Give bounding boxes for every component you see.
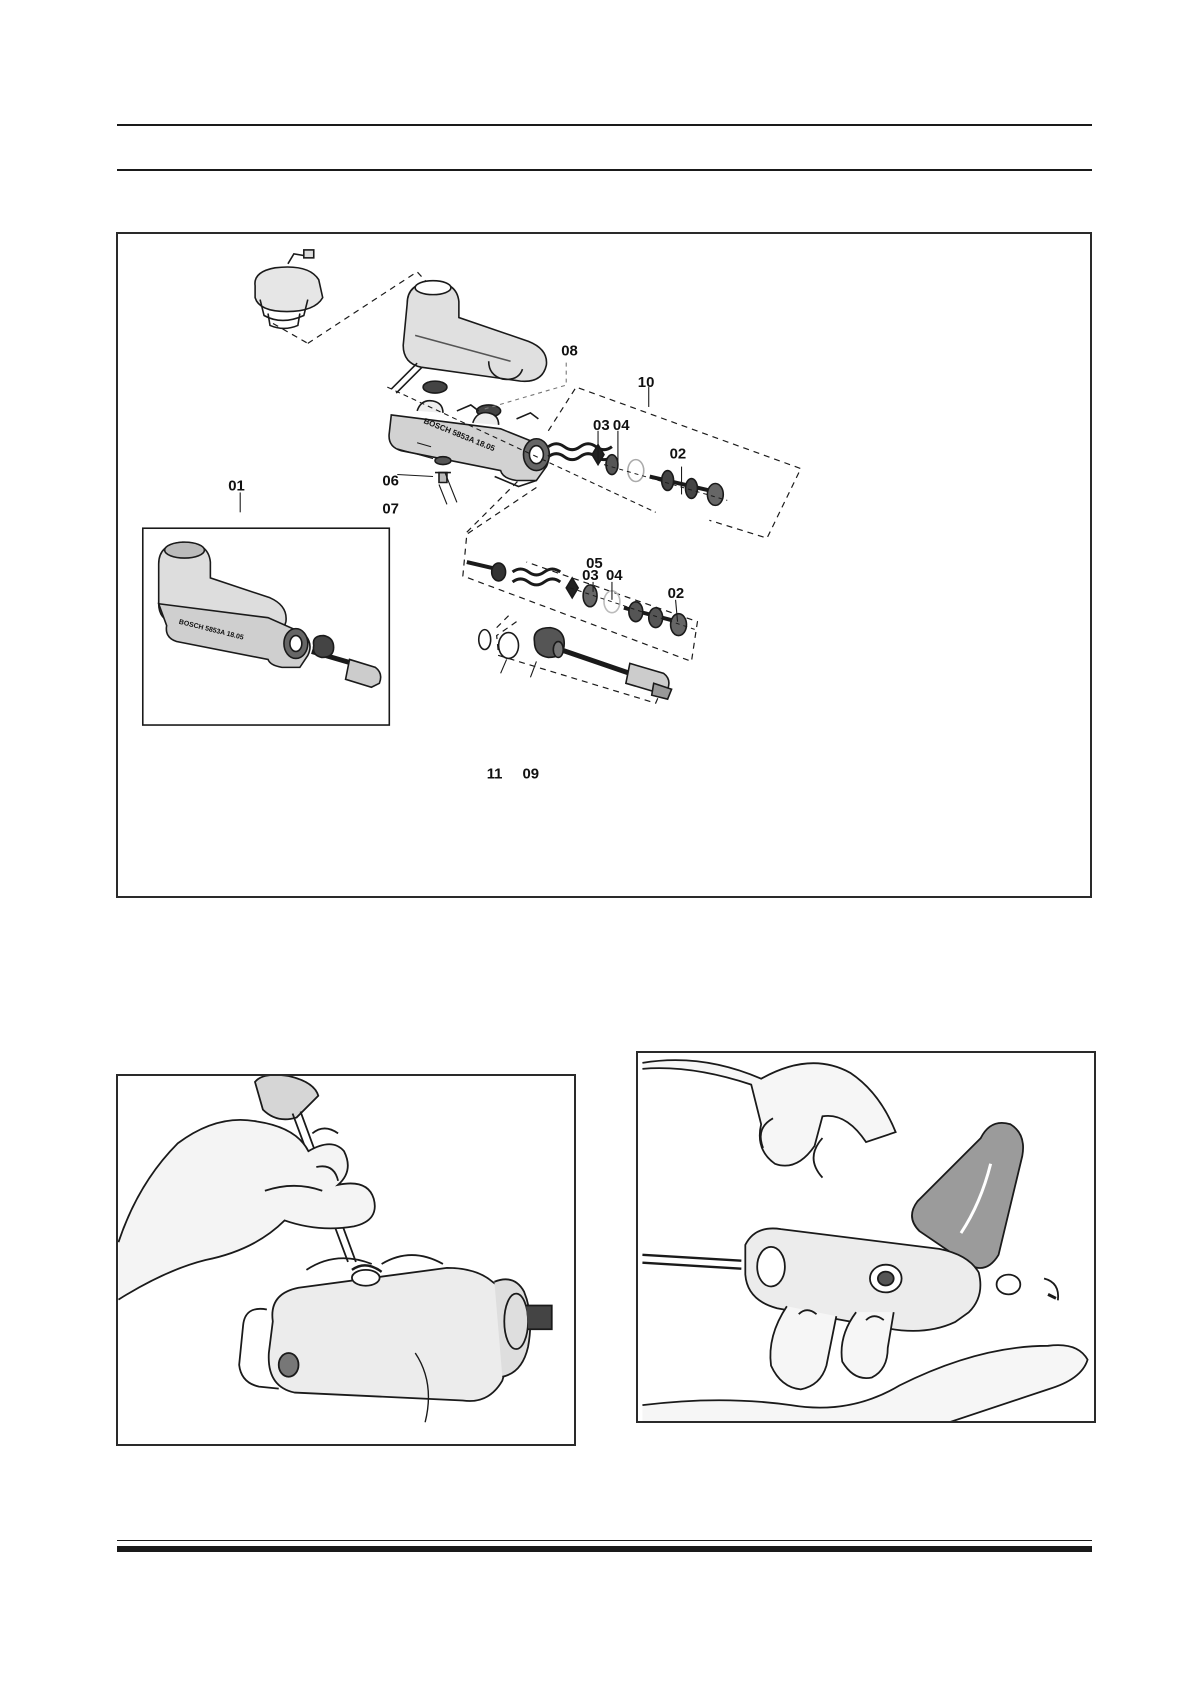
callout-03-top: 03 bbox=[593, 418, 610, 434]
callout-06: 06 bbox=[382, 473, 399, 489]
parts-06-07 bbox=[397, 448, 452, 484]
group-10-box bbox=[547, 386, 802, 539]
photo-hold-cylinder bbox=[636, 1051, 1096, 1423]
callout-04-bottom: 04 bbox=[606, 568, 623, 584]
header-rule-bottom bbox=[117, 169, 1092, 171]
hold-cylinder-drawing bbox=[642, 1059, 1089, 1421]
exploded-view-drawing: 01 02 03 04 10 05 03 04 02 06 07 08 09 1… bbox=[141, 249, 802, 783]
callout-05: 05 bbox=[586, 556, 603, 572]
callout-11: 11 bbox=[487, 767, 503, 783]
callout-09: 09 bbox=[522, 767, 539, 783]
callout-04-top: 04 bbox=[613, 418, 630, 434]
callout-10: 10 bbox=[638, 375, 655, 391]
callout-01: 01 bbox=[228, 478, 245, 494]
header-rule-top bbox=[117, 124, 1092, 126]
callout-02-top: 02 bbox=[670, 447, 687, 463]
group-10-parts bbox=[547, 442, 728, 507]
group-05-box bbox=[462, 486, 699, 663]
pushrod-group-box bbox=[496, 621, 663, 704]
pushrod-parts bbox=[477, 626, 673, 701]
probe-port-drawing bbox=[118, 1076, 553, 1423]
footer-rule-thin bbox=[117, 1540, 1092, 1541]
leader-lines bbox=[239, 387, 683, 678]
reservoir bbox=[402, 279, 548, 383]
callout-02-bottom: 02 bbox=[668, 586, 685, 602]
callout-08: 08 bbox=[561, 343, 578, 359]
callout-03-bottom: 03 bbox=[582, 568, 599, 584]
assembled-unit bbox=[157, 541, 382, 689]
reservoir-cap bbox=[254, 249, 324, 330]
assembled-inset bbox=[141, 527, 391, 726]
exploded-view-figure: 01 02 03 04 10 05 03 04 02 06 07 08 09 1… bbox=[116, 232, 1092, 898]
group-05-parts bbox=[466, 560, 696, 637]
photo-probe-port bbox=[116, 1074, 576, 1446]
footer-rule-thick bbox=[117, 1546, 1092, 1552]
callout-07: 07 bbox=[382, 501, 399, 517]
